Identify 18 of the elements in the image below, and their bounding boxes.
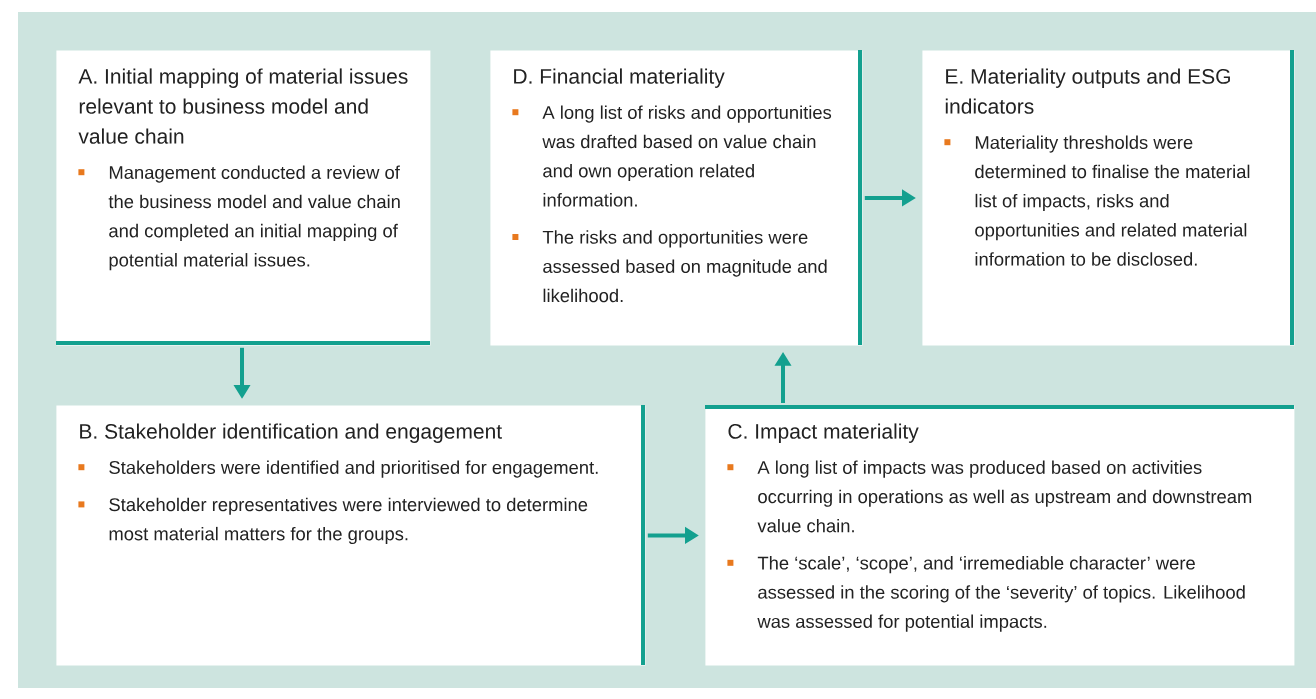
bullet-item: Materiality thresholds were determined to finalise the material list of impacts, risks and opportunities and related material information to be disclosed. xyxy=(944,135,1250,266)
bullet-item: The risks and opportunities were assessed based on magnitude and likelihood. xyxy=(512,230,827,303)
process-box xyxy=(705,405,1295,666)
process-box xyxy=(490,50,863,346)
heading-text: C. Impact materiality xyxy=(728,423,919,443)
bullet-item: The ‘scale’, ‘scope’, and ‘irremediable character’ were assessed in the scoring of the ‘severity’ of topics. Likelihood was assessed for potential impacts. xyxy=(727,556,1245,632)
bullet-item: A long list of risks and opportunities was drafted based on value chain and own operation related information. xyxy=(512,105,832,207)
bullet-item: Management conducted a review of the business model and value chain and completed an initial mapping of potential material issues. xyxy=(78,165,400,271)
bullet-item: Stakeholder representatives were interviewed to determine most material matters for the groups. xyxy=(78,497,588,545)
process-box xyxy=(56,50,431,346)
bullet-item: A long list of impacts was produced based on activities occurring in operations as well as upstream and downstream value chain. xyxy=(727,460,1252,533)
heading-text: D. Financial materiality xyxy=(514,68,725,88)
heading-text: A. Initial mapping of material issues relevant to business model and value chain xyxy=(78,68,408,144)
process-box xyxy=(922,50,1295,346)
heading-text: E. Materiality outputs and ESG indicators xyxy=(945,68,1230,114)
bullet-item: Stakeholders were identified and prioritised for engagement. xyxy=(78,460,598,478)
heading-text: B. Stakeholder identification and engagement xyxy=(80,423,502,443)
process-box xyxy=(56,405,646,666)
